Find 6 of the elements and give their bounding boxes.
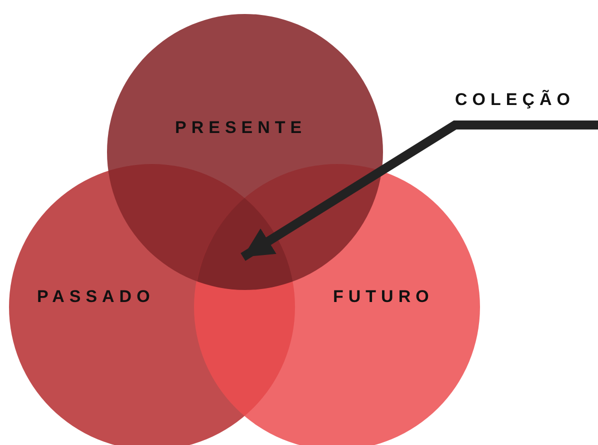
- circle-label: FUTURO: [333, 287, 434, 307]
- leader-arrow: [240, 120, 598, 261]
- callout-label: COLEÇÃO: [455, 90, 598, 121]
- intersection-region: [197, 198, 293, 290]
- circle-label: PRESENTE: [175, 118, 307, 138]
- circle-label: PASSADO: [37, 287, 155, 307]
